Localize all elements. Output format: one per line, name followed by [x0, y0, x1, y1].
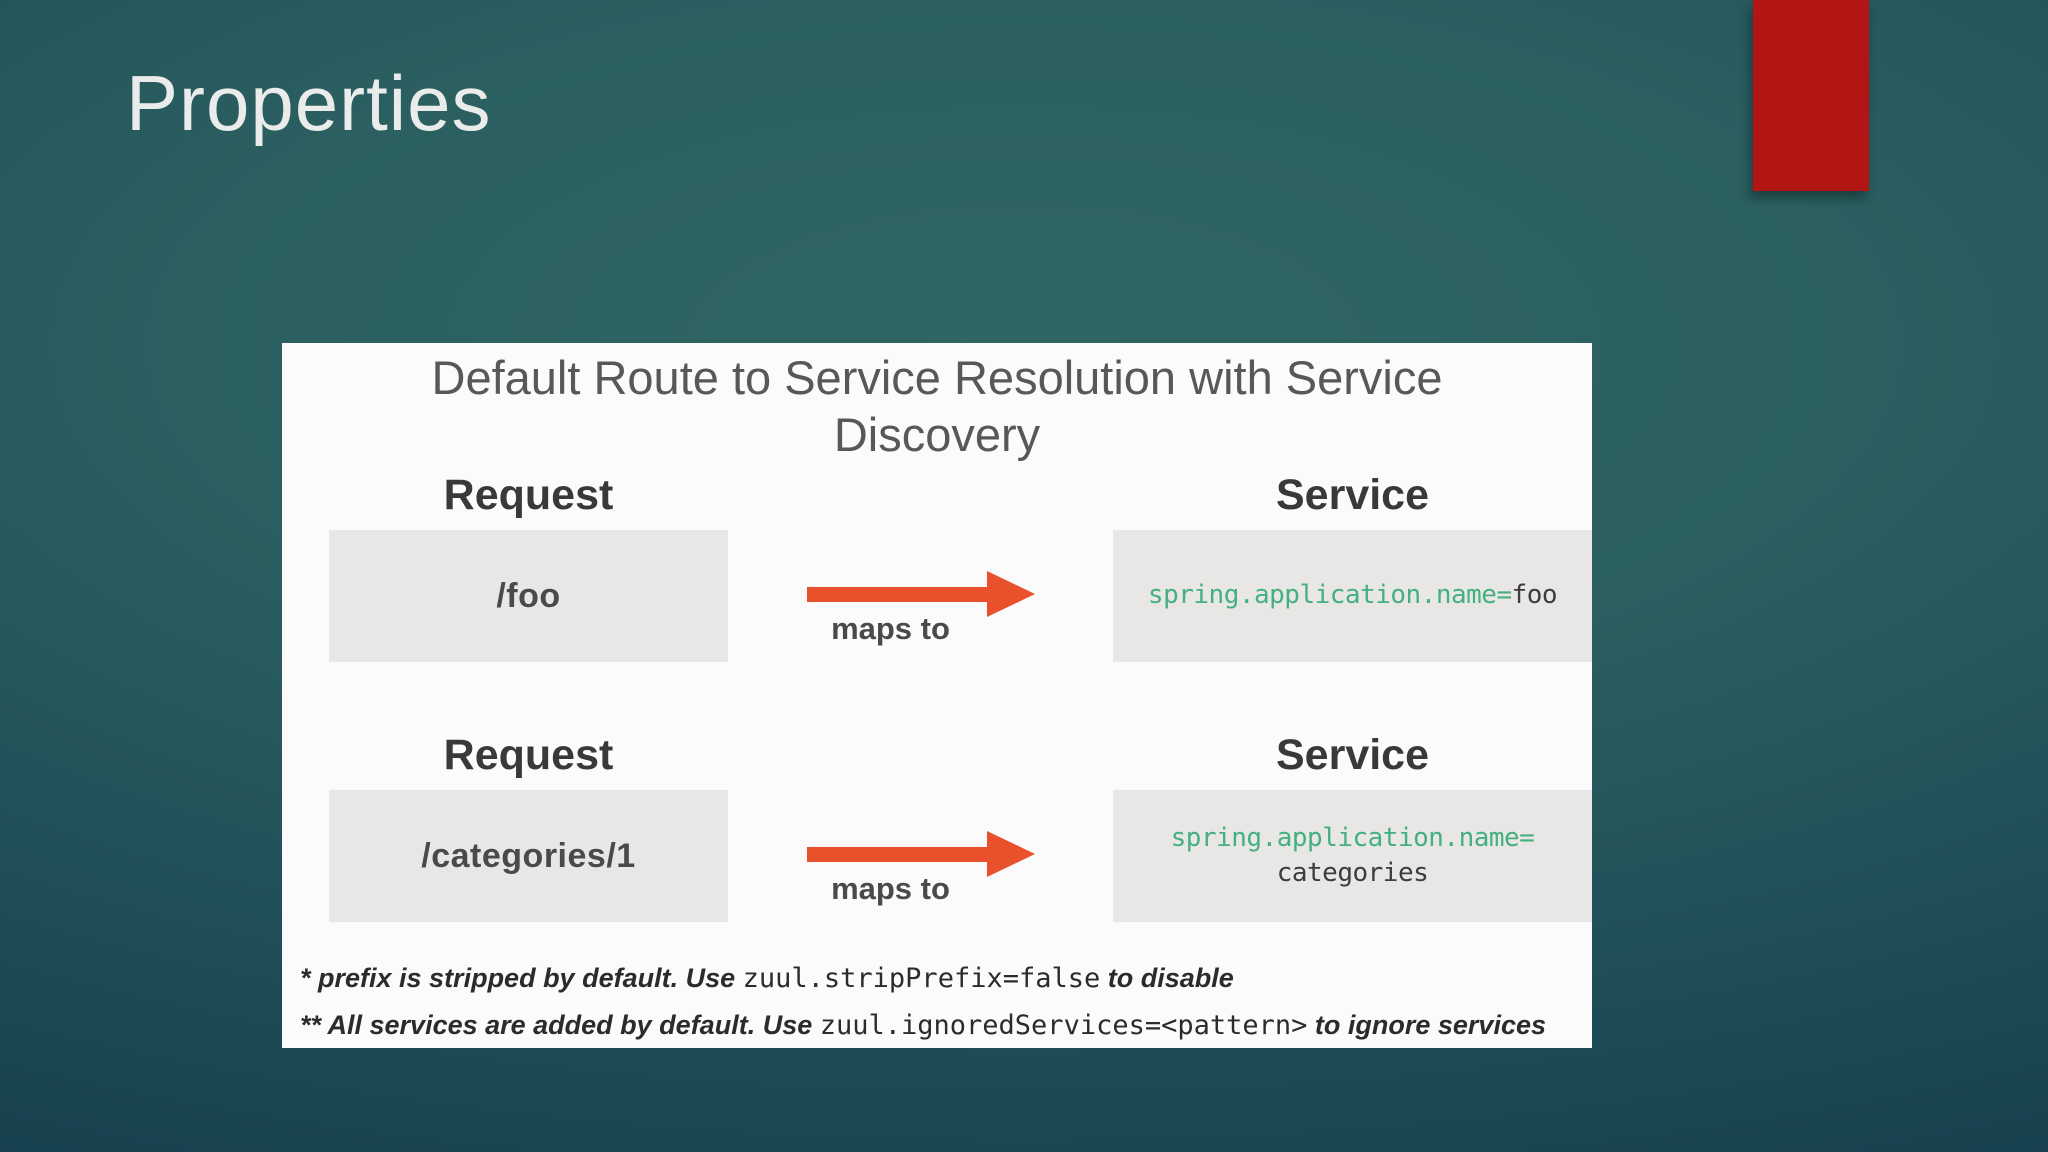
request-column: Request /foo	[329, 464, 728, 662]
footnote-text: ** All services are added by default. Us…	[300, 1010, 820, 1041]
service-property: spring.application.name=foo	[1147, 578, 1558, 613]
request-path: /foo	[496, 576, 561, 615]
maps-to-label: maps to	[831, 871, 950, 906]
footnote-code: zuul.ignoredServices=<pattern>	[819, 1010, 1308, 1042]
footnote-code: zuul.stripPrefix=false	[742, 963, 1101, 994]
request-heading: Request	[443, 731, 614, 779]
maps-to-arrow-icon	[728, 571, 1113, 617]
footnote-text: * prefix is stripped by default. Use	[300, 963, 743, 993]
footnote-ignored-services: ** All services are added by default. Us…	[300, 1010, 1586, 1041]
service-heading: Service	[1275, 471, 1430, 519]
request-box: /categories/1	[329, 790, 728, 922]
arrow-shaft	[806, 586, 987, 602]
request-heading: Request	[443, 471, 614, 519]
arrow-head	[986, 831, 1035, 877]
diagram-title-text: Default Route to Service Resolution with…	[431, 351, 1443, 462]
arrow-column: maps to	[728, 724, 1113, 907]
maps-to-label: maps to	[831, 611, 950, 646]
service-property-key: spring.application.name=	[1170, 822, 1535, 853]
footnotes: * prefix is stripped by default. Use zuu…	[300, 963, 1586, 1041]
mapping-row-foo: Request /foo maps to Service spring.appl…	[282, 464, 1592, 724]
maps-to-arrow-icon	[728, 831, 1113, 877]
footnote-text: to disable	[1100, 963, 1234, 993]
service-heading: Service	[1275, 731, 1430, 779]
service-property-value: categories	[1276, 858, 1429, 888]
request-box: /foo	[329, 530, 728, 662]
arrow-head	[986, 571, 1035, 617]
service-property-value: foo	[1511, 580, 1558, 611]
mapping-row-categories: Request /categories/1 maps to Service sp…	[282, 724, 1592, 984]
service-column: Service spring.application.name= categori…	[1113, 724, 1592, 922]
service-column: Service spring.application.name=foo	[1113, 464, 1592, 662]
footnote-text: to ignore services	[1307, 1010, 1547, 1041]
service-box: spring.application.name=foo	[1113, 530, 1592, 662]
service-property: spring.application.name= categories	[1133, 821, 1572, 891]
arrow-column: maps to	[728, 464, 1113, 647]
request-column: Request /categories/1	[329, 724, 728, 922]
request-path: /categories/1	[421, 836, 636, 875]
diagram-title: Default Route to Service Resolution with…	[282, 349, 1592, 464]
arrow-shaft	[806, 846, 987, 862]
diagram-panel: Default Route to Service Resolution with…	[282, 343, 1592, 1048]
service-box: spring.application.name= categories	[1113, 790, 1592, 922]
slide-title: Properties	[126, 59, 492, 147]
footnote-strip-prefix: * prefix is stripped by default. Use zuu…	[300, 963, 1586, 994]
service-property-key: spring.application.name=	[1147, 580, 1512, 611]
red-accent-tab	[1753, 0, 1869, 191]
